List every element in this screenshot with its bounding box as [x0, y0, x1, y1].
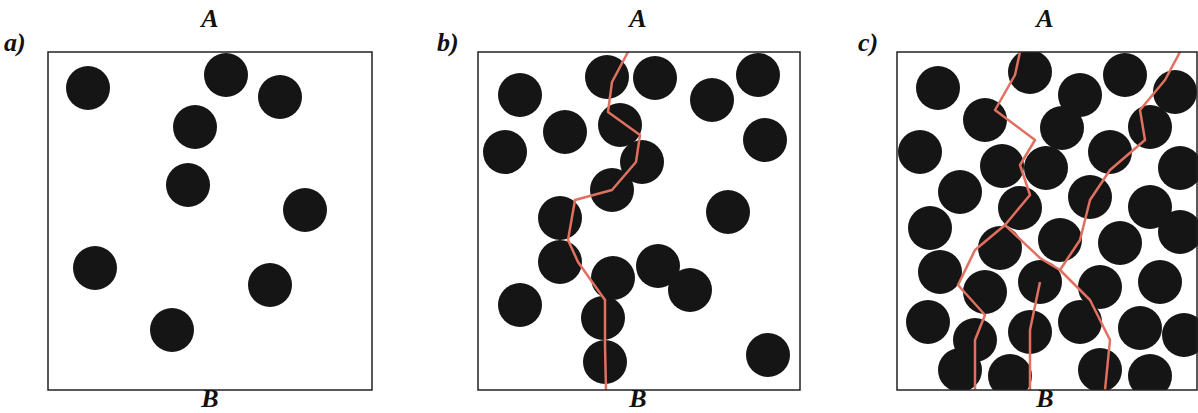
side-label: B: [201, 386, 218, 412]
panel-frame: [897, 52, 1197, 390]
particle-group: [483, 53, 790, 384]
particle-group: [898, 52, 1198, 390]
panel-label: a): [4, 30, 26, 56]
side-label: A: [1036, 6, 1053, 32]
panel-frame: [478, 52, 800, 390]
conduction-path: [958, 52, 1180, 390]
panel-label: c): [858, 30, 878, 56]
particle-group: [66, 53, 327, 352]
conduction-path: [568, 52, 640, 390]
side-label: B: [629, 386, 646, 412]
side-label: B: [1036, 386, 1053, 412]
panel-frame: [48, 52, 372, 390]
side-label: A: [201, 6, 218, 32]
panel-label: b): [437, 30, 459, 56]
side-label: A: [629, 6, 646, 32]
